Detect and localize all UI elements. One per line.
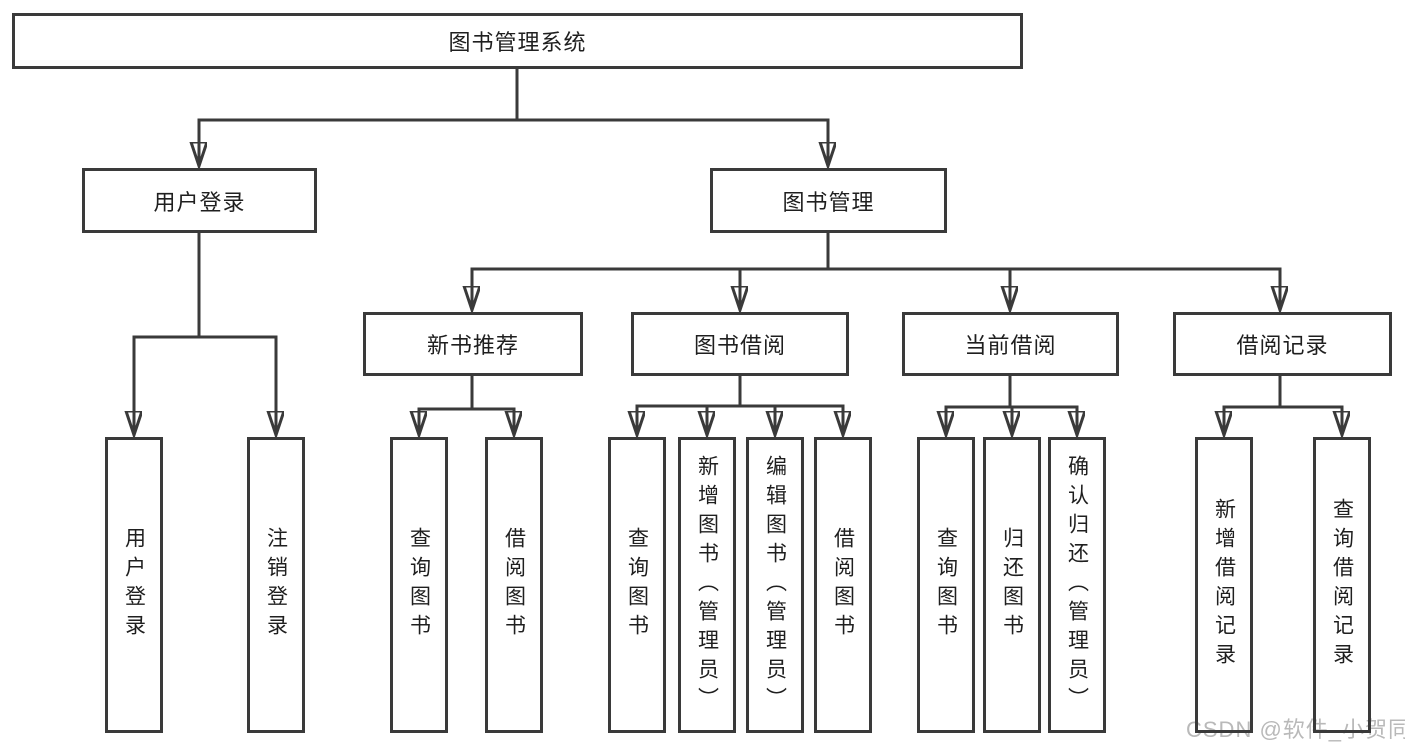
leaf-return-book-label: 归还图书 <box>1000 527 1024 643</box>
node-new-book-recommend: 新书推荐 <box>363 312 583 376</box>
leaf-query-borrow-record-label: 查询借阅记录 <box>1330 498 1354 672</box>
leaf-return-book: 归还图书 <box>983 437 1041 733</box>
leaf-query-books-borrowing: 查询图书 <box>608 437 666 733</box>
leaf-user-login-label: 用户登录 <box>122 527 146 643</box>
node-user-login-label: 用户登录 <box>153 189 246 215</box>
node-book-borrowing-label: 图书借阅 <box>693 333 786 358</box>
leaf-query-books-current-label: 查询图书 <box>934 527 958 643</box>
leaf-add-borrow-record: 新增借阅记录 <box>1195 437 1253 733</box>
node-book-management-label: 图书管理 <box>782 189 875 215</box>
leaf-logout-label: 注销登录 <box>264 527 288 643</box>
node-borrow-records-label: 借阅记录 <box>1236 333 1329 358</box>
node-user-login: 用户登录 <box>82 168 317 233</box>
node-current-borrowing: 当前借阅 <box>902 312 1119 376</box>
node-library-system-label: 图书管理系统 <box>448 30 587 55</box>
leaf-confirm-return-admin-label: 确认归还（管理员） <box>1065 454 1089 716</box>
leaf-borrow-books-recommend-label: 借阅图书 <box>502 527 526 643</box>
leaf-query-books-recommend: 查询图书 <box>390 437 448 733</box>
leaf-add-book-admin: 新增图书（管理员） <box>678 437 736 733</box>
leaf-edit-book-admin: 编辑图书（管理员） <box>746 437 804 733</box>
leaf-confirm-return-admin: 确认归还（管理员） <box>1048 437 1106 733</box>
leaf-user-login: 用户登录 <box>105 437 163 733</box>
node-current-borrowing-label: 当前借阅 <box>964 333 1057 358</box>
leaf-borrow-books-recommend: 借阅图书 <box>485 437 543 733</box>
leaf-add-book-admin-label: 新增图书（管理员） <box>695 454 719 716</box>
leaf-query-borrow-record: 查询借阅记录 <box>1313 437 1371 733</box>
leaf-query-books-current: 查询图书 <box>917 437 975 733</box>
node-new-book-recommend-label: 新书推荐 <box>426 333 519 358</box>
leaf-edit-book-admin-label: 编辑图书（管理员） <box>763 454 787 716</box>
leaf-borrow-books-borrowing-label: 借阅图书 <box>831 527 855 643</box>
leaf-logout: 注销登录 <box>247 437 305 733</box>
csdn-watermark: CSDN @软件_小贺同学 <box>1186 717 1405 742</box>
node-book-borrowing: 图书借阅 <box>631 312 849 376</box>
leaf-query-books-borrowing-label: 查询图书 <box>625 527 649 643</box>
node-borrow-records: 借阅记录 <box>1173 312 1392 376</box>
node-book-management: 图书管理 <box>710 168 947 233</box>
node-library-system: 图书管理系统 <box>12 13 1023 69</box>
leaf-query-books-recommend-label: 查询图书 <box>407 527 431 643</box>
leaf-borrow-books-borrowing: 借阅图书 <box>814 437 872 733</box>
leaf-add-borrow-record-label: 新增借阅记录 <box>1212 498 1236 672</box>
